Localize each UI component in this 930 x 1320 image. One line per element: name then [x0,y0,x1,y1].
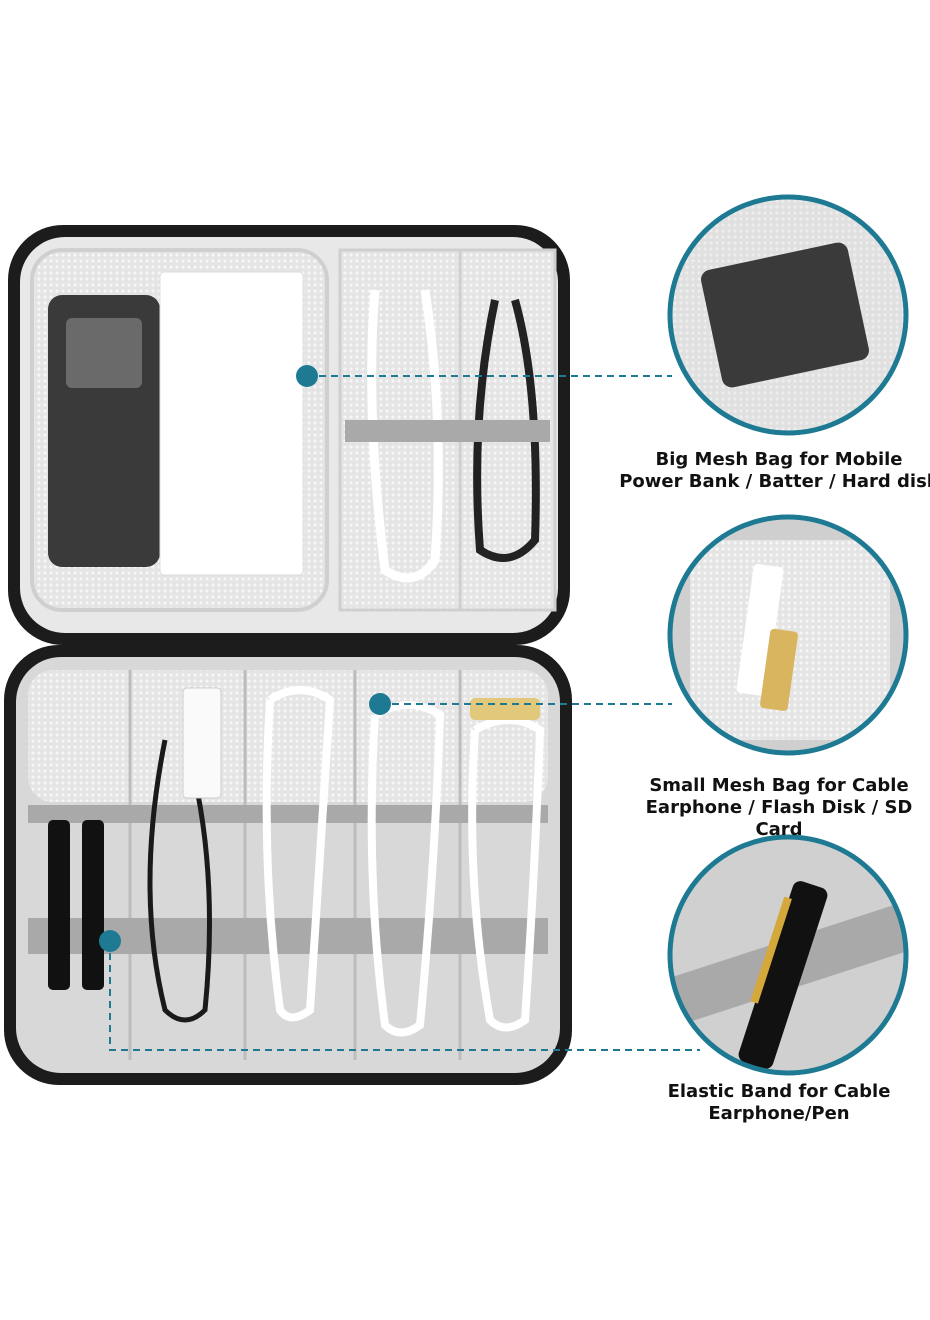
detail-circle-elastic-band [667,834,909,1076]
case-bottom-half [4,645,572,1085]
pen [82,820,104,990]
callout-title: Elastic Band for Cable [667,1081,891,1102]
white-cables [367,289,443,583]
callout-dot-elastic-band [99,930,121,952]
earphones [147,739,212,1023]
callout-dot-small-mesh [369,693,391,715]
callout-dot-big-mesh [296,365,318,387]
elastic-band [345,420,550,442]
flash-drive [470,698,540,720]
callout-label-big-mesh: Big Mesh Bag for Mobile Power Bank / Bat… [619,449,930,493]
leader-lines [109,375,700,1051]
case-top-half [8,225,570,645]
callout-title: Big Mesh Bag for Mobile [655,449,903,470]
callout-subtitle: Earphone / Flash Disk / SD Card [645,797,913,840]
detail-circle-small-mesh [667,514,909,756]
callout-label-elastic-band: Elastic Band for Cable Earphone/Pen [619,1081,930,1125]
callout-label-small-mesh: Small Mesh Bag for Cable Earphone / Flas… [619,775,930,841]
callout-subtitle: Power Bank / Batter / Hard disk [619,471,930,492]
pen [48,820,70,990]
detail-circle-big-mesh [667,194,909,436]
callout-title: Small Mesh Bag for Cable [649,775,909,796]
callout-subtitle: Earphone/Pen [708,1103,850,1124]
white-device [159,271,304,576]
black-cable [473,298,540,562]
